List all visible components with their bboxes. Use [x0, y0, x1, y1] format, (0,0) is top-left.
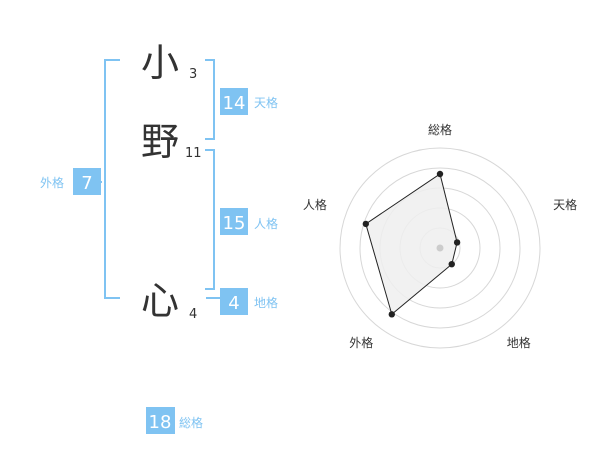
name-char-2-strokes: 11: [185, 146, 202, 161]
name-char-3-strokes: 4: [189, 307, 197, 322]
radar-point-3: [448, 260, 455, 268]
radar-axis-label-2: 天格: [553, 197, 577, 212]
gaikaku-value: 7: [81, 173, 92, 194]
radar-axis-label-3: 地格: [507, 335, 531, 350]
soukaku-box: [146, 407, 175, 434]
chikaku-box: [220, 288, 248, 315]
radar-grid-ring-1: [339, 147, 541, 349]
jinkaku-box: [220, 208, 248, 235]
radar-point-4: [388, 311, 396, 318]
chikaku-label: 地格: [254, 295, 278, 310]
radar-axis-label-4: 外格: [349, 335, 373, 350]
name-char-1-strokes: 3: [189, 67, 197, 82]
soukaku-value: 18: [149, 412, 172, 433]
tenkaku-value: 14: [223, 93, 246, 114]
tenkaku-label: 天格: [254, 95, 278, 110]
radar-axis-label-1: 総格: [428, 122, 452, 137]
gaikaku-bracket: [104, 59, 120, 299]
radar-point-1: [436, 170, 444, 178]
jinkaku-value: 15: [223, 213, 246, 234]
radar-axis-label-5: 人格: [303, 197, 327, 212]
soukaku-label: 総格: [179, 415, 203, 430]
gaikaku-box: [73, 168, 101, 195]
name-char-2: 野: [141, 120, 179, 164]
radar-polygon: [365, 173, 458, 316]
tenkaku-box: [220, 88, 248, 115]
radar-point-2: [453, 239, 461, 246]
jinkaku-label: 人格: [254, 216, 278, 231]
tenkaku-bracket: [205, 59, 215, 140]
name-char-3: 心: [141, 279, 179, 323]
radar-grid-ring-2: [359, 167, 521, 329]
radar-center-dot: [436, 244, 444, 252]
chikaku-value: 4: [228, 293, 239, 314]
name-char-1: 小: [141, 41, 179, 85]
jinkaku-bracket: [205, 149, 215, 290]
radar-point-5: [362, 220, 370, 228]
gaikaku-label: 外格: [40, 175, 64, 190]
